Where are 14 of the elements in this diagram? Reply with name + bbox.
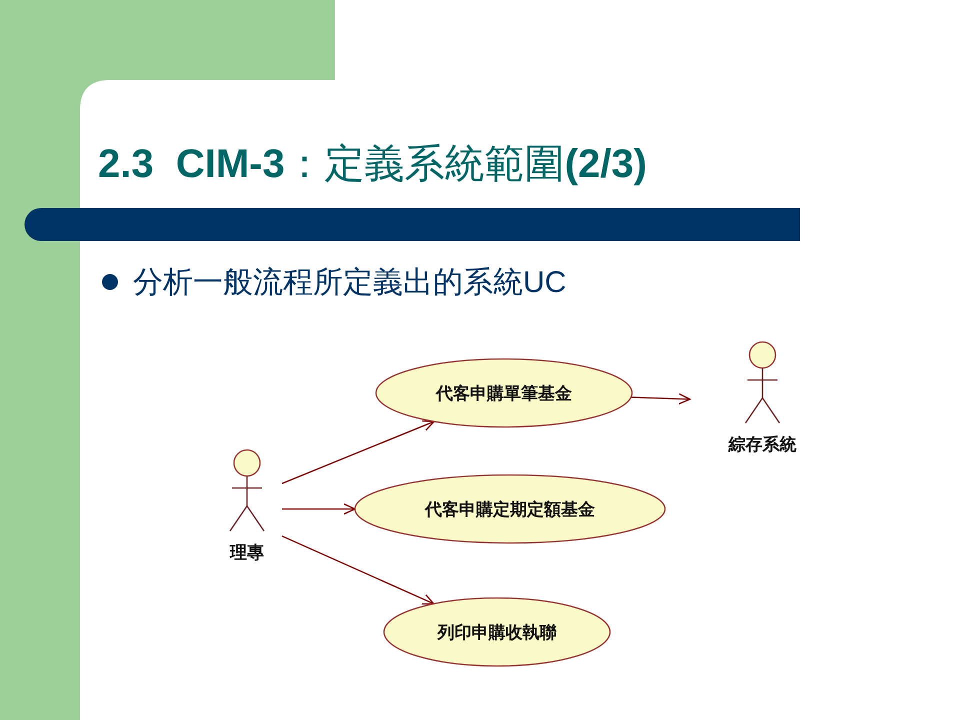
use-case-label: 代客申購單筆基金 (436, 382, 572, 404)
actor-label: 理專 (228, 542, 265, 564)
use-case-ellipse (375, 358, 633, 428)
use-case-label: 列印申購收執聯 (438, 622, 556, 644)
arrow (630, 393, 691, 405)
use-case-ellipse (354, 474, 666, 544)
use-case-label: 代客申購定期定額基金 (425, 498, 595, 520)
arrow (282, 420, 435, 484)
arrow (282, 535, 434, 605)
arrow (282, 503, 356, 515)
actor-label: 綜存系統 (727, 434, 798, 456)
bullet-text: 分析一般流程所定義出的系統UC (133, 265, 566, 301)
use-case-ellipse (383, 597, 611, 667)
slide-title: 2.3 CIM-3：定義系統範圍(2/3) (98, 141, 647, 188)
